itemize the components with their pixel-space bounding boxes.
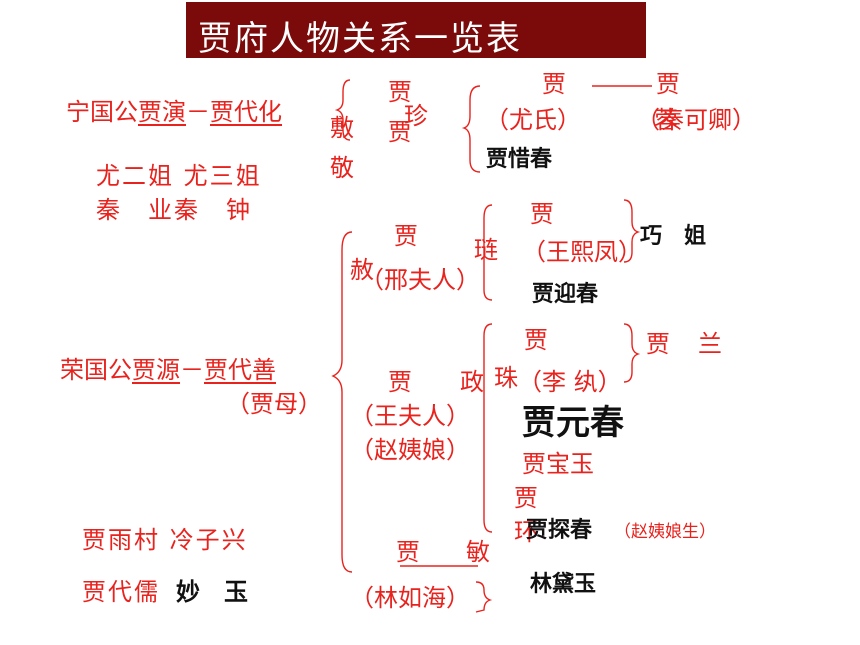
- rongguo-label: 荣国公贾源－贾代善: [60, 358, 276, 382]
- miaoyu: 妙 玉: [176, 577, 248, 606]
- jiazhen-top: 珍: [404, 102, 428, 130]
- jiafu-top: 贾: [388, 78, 412, 106]
- ningguo-dash: －: [186, 98, 210, 126]
- jiarong-top-left: 贾: [542, 70, 566, 98]
- daiyu: 林黛玉: [530, 572, 597, 597]
- jiamin-right: 敏: [466, 538, 490, 566]
- yingchun: 贾迎春: [532, 282, 599, 307]
- brace-jiazhu: [623, 323, 641, 383]
- rongguo-second-gen: 贾代善: [204, 356, 276, 384]
- ningguo-ancestor: 宁国公: [66, 98, 138, 126]
- jiazheng-top: 贾: [388, 368, 412, 396]
- brace-jialian: [623, 199, 641, 263]
- jiashe-top: 贾: [394, 222, 418, 250]
- wangxifeng: （王熙凤）: [522, 240, 642, 264]
- jiarong-name: 蓉: [654, 106, 678, 134]
- jiahuan-bottom: 环: [514, 518, 538, 546]
- brace-jiazheng: [483, 323, 493, 533]
- jiashe-bottom: 赦: [350, 256, 374, 284]
- brace-rongguo: [331, 231, 353, 573]
- jiadairu: 贾代儒: [82, 578, 160, 606]
- ningguo-second-gen: 贾代化: [210, 98, 282, 126]
- yuanchun: 贾元春: [522, 403, 624, 443]
- jiazhen-wife: （尤氏）: [485, 106, 581, 134]
- yucun-zixing: 贾雨村 冷子兴: [82, 526, 248, 554]
- brace-jiamin: [475, 581, 493, 613]
- jiajing-bottom: 敬: [330, 154, 354, 182]
- zhaoyiniang: （赵姨娘）: [350, 436, 470, 464]
- page-title: 贾府人物关系一览表: [198, 19, 522, 59]
- jiazhu-bottom: 珠: [494, 364, 518, 392]
- title-banner: 贾府人物关系一览表: [186, 2, 646, 59]
- wangxifeng-text: （王熙凤）: [522, 238, 642, 266]
- youerjie-yousanjie: 尤二姐 尤三姐: [96, 162, 262, 190]
- tanchun-note: （赵姨娘生）: [614, 522, 716, 542]
- jiahuan-top: 贾: [514, 484, 538, 512]
- tanchun: 贾探春: [526, 518, 593, 543]
- jialian-bottom: 琏: [474, 236, 498, 264]
- linruhai: （林如海）: [350, 584, 470, 612]
- rongguo-ancestor: 荣国公: [60, 356, 132, 384]
- jiazheng-right: 政: [460, 368, 484, 396]
- jiamu: （贾母）: [226, 390, 322, 418]
- ningguo-founder: 贾演: [138, 98, 186, 126]
- jialian-top: 贾: [530, 200, 554, 228]
- rongguo-dash: －: [180, 356, 204, 384]
- jiafu-bottom: 敷: [330, 114, 354, 142]
- brace-jiazhen: [461, 85, 481, 173]
- wangfuren: （王夫人）: [350, 402, 470, 430]
- jialan: 贾 兰: [646, 330, 724, 358]
- qinkeqing-text: （秦可卿）: [636, 106, 756, 134]
- ningguo-label: 宁国公贾演－贾代化: [66, 100, 282, 124]
- brace-jiashe: [483, 204, 493, 301]
- qinkeqing: （秦可卿）: [636, 108, 756, 132]
- brace-ningguo: [334, 79, 351, 141]
- liwan: （李 纨）: [518, 370, 622, 394]
- rongguo-founder: 贾源: [132, 356, 180, 384]
- qiaojie: 巧 姐: [640, 224, 707, 249]
- qinye-qinzhong: 秦 业秦 钟: [96, 196, 252, 224]
- jiajing-top: 贾: [388, 118, 412, 146]
- xingfuren: （邢夫人）: [360, 266, 480, 294]
- baoyu: 贾宝玉: [522, 450, 594, 478]
- jiarong-top-right: 贾: [656, 70, 680, 98]
- jiamin-left: 贾: [396, 538, 420, 566]
- liwan-text: （李 纨）: [518, 368, 622, 396]
- jiazhu-top: 贾: [524, 326, 548, 354]
- xichun: 贾惜春: [486, 147, 553, 172]
